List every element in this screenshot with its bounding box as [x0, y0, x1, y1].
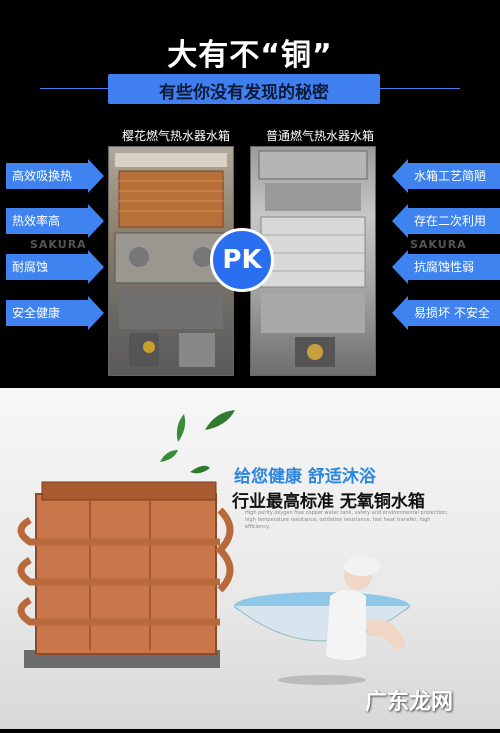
left-feature-4-label: 安全健康 [6, 300, 88, 326]
right-feature-1: 水箱工艺简陋 [392, 159, 500, 193]
right-feature-4-label: 易损坏 不安全 [408, 300, 500, 326]
watermark-right: SAKURA [410, 238, 467, 251]
site-watermark: 广东龙网 [365, 690, 454, 715]
banner-text: 有些你没有发现的秘密 [159, 83, 329, 103]
watermark-left: SAKURA [30, 238, 87, 251]
leaf-icon [176, 414, 186, 442]
arrow-left-icon [392, 296, 408, 330]
leaf-icon [190, 465, 210, 474]
arrow-left-icon [392, 159, 408, 193]
arrow-right-icon [88, 250, 104, 284]
leaf-icon [160, 450, 178, 462]
arrow-left-icon [392, 204, 408, 238]
right-feature-3: 抗腐蚀性弱 [392, 250, 500, 284]
arrow-right-icon [88, 204, 104, 238]
secret-banner: 有些你没有发现的秘密 [108, 74, 380, 104]
left-feature-2: 热效率高 [6, 204, 104, 238]
pk-badge: PK [210, 228, 274, 292]
banner-line-right [380, 88, 460, 89]
ordinary-heater-illustration [258, 150, 368, 367]
left-feature-1: 高效吸换热 [6, 159, 104, 193]
small-description: High purity oxygen free copper water tan… [245, 510, 448, 530]
arrow-right-icon [88, 296, 104, 330]
right-feature-2-label: 存在二次利用 [408, 208, 500, 234]
leaf-icon [205, 410, 235, 430]
left-feature-3-label: 耐腐蚀 [6, 254, 88, 280]
right-feature-3-label: 抗腐蚀性弱 [408, 254, 500, 280]
left-panel-label: 樱花燃气热水器水箱 [122, 129, 231, 143]
right-feature-2: 存在二次利用 [392, 204, 500, 238]
arrow-right-icon [88, 159, 104, 193]
left-feature-4: 安全健康 [6, 296, 104, 330]
left-feature-1-label: 高效吸换热 [6, 163, 88, 189]
right-feature-1-label: 水箱工艺简陋 [408, 163, 500, 189]
woman-figure [326, 556, 406, 660]
bathtub-icon [233, 592, 411, 685]
left-feature-3: 耐腐蚀 [6, 250, 104, 284]
right-panel-label: 普通燃气热水器水箱 [266, 129, 375, 143]
left-feature-2-label: 热效率高 [6, 208, 88, 234]
right-feature-4: 易损坏 不安全 [392, 296, 500, 330]
ordinary-heater-image [250, 146, 376, 376]
sakura-heater-illustration [114, 153, 228, 367]
slogan-line-1: 给您健康 舒适沐浴 [234, 467, 376, 487]
arrow-left-icon [392, 250, 408, 284]
page-title: 大有不“铜” [167, 38, 333, 73]
slogan-line-2: 行业最高标准 无氧铜水箱 [232, 492, 425, 512]
promo-illustration [17, 410, 411, 685]
copper-tank-icon [17, 481, 234, 668]
promo-section [0, 388, 500, 729]
banner-line-left [40, 88, 108, 89]
